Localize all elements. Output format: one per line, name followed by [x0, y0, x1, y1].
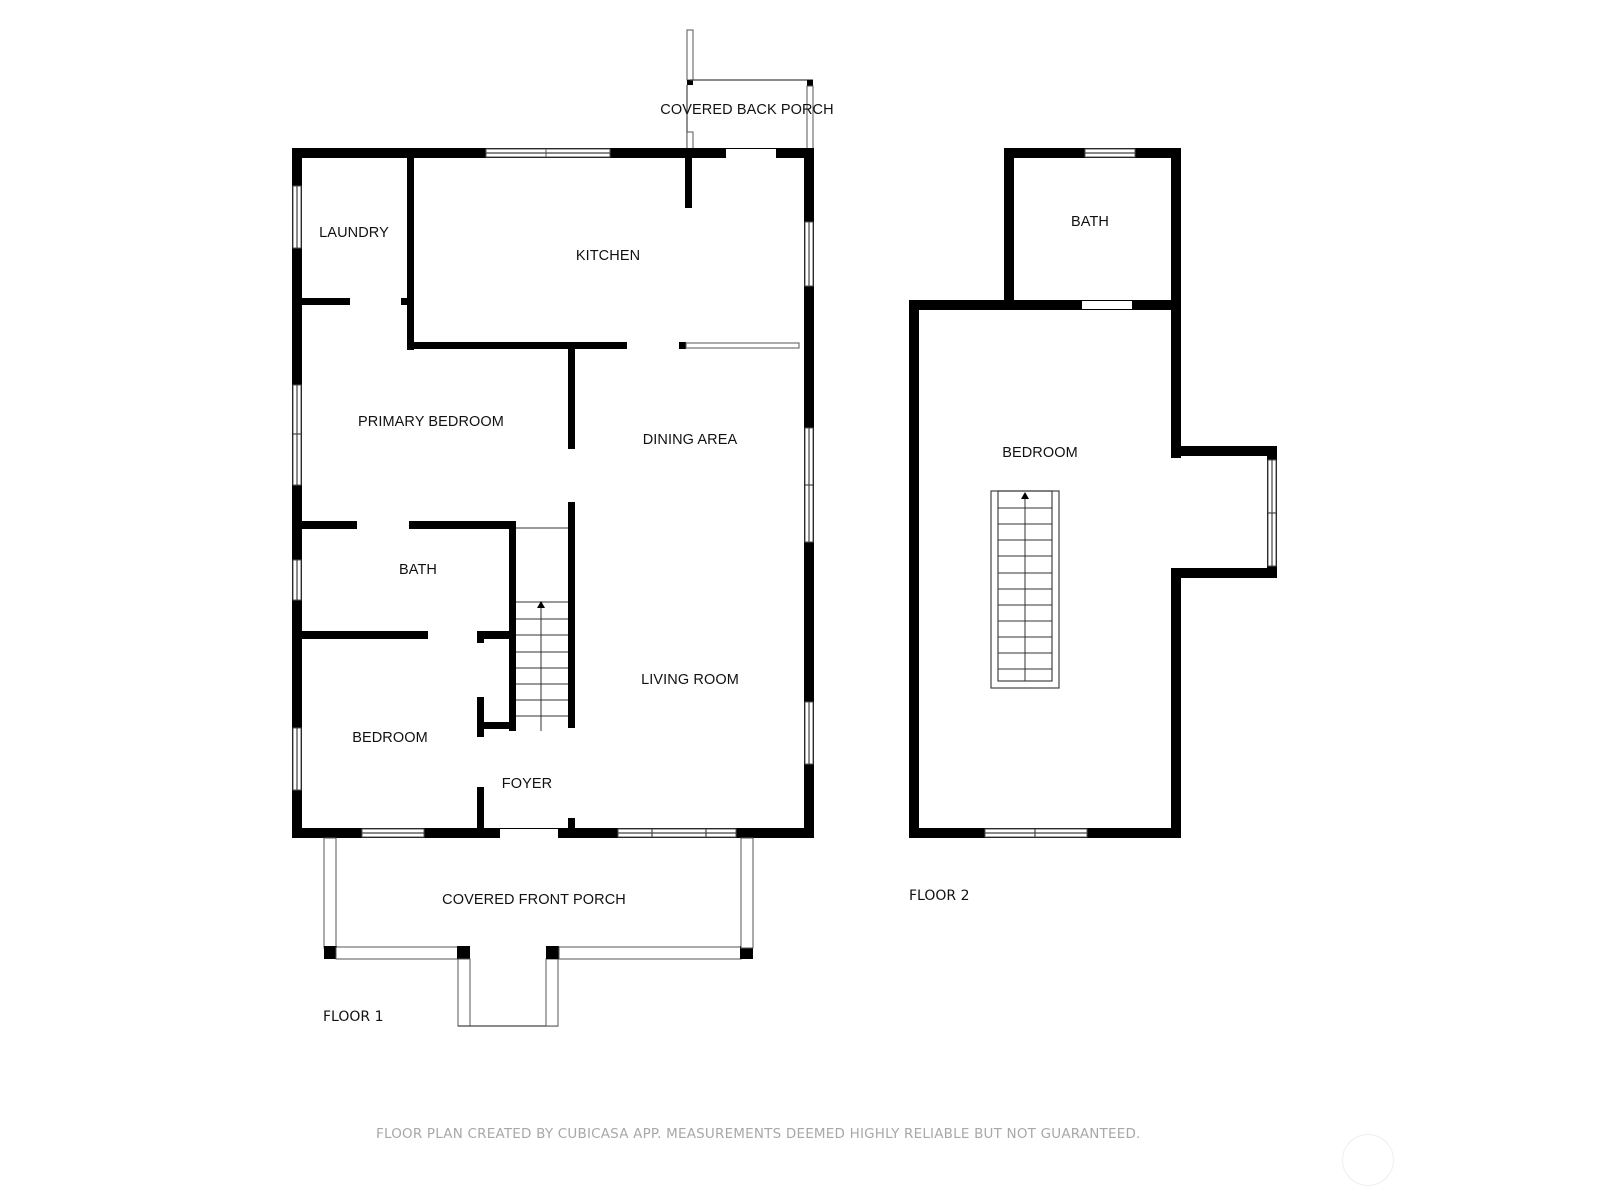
- room-label-kitchen: KITCHEN: [575, 248, 641, 264]
- floor-2-staircase: [990, 490, 1060, 689]
- room-label-bedroom-floor-1: BEDROOM: [352, 730, 428, 746]
- room-label-bath-floor-2: BATH: [1071, 214, 1109, 230]
- floor-1-staircase: [516, 527, 568, 731]
- room-label-covered-front-porch: COVERED FRONT PORCH: [442, 892, 626, 908]
- watermark-logo-icon: [1342, 1134, 1394, 1186]
- room-label-bath-floor-1: BATH: [399, 562, 437, 578]
- floor-1-label: FLOOR 1: [323, 1009, 384, 1025]
- floor-1-interior-walls: [300, 155, 800, 832]
- room-label-primary-bedroom: PRIMARY BEDROOM: [358, 414, 504, 430]
- disclaimer-footer: FLOOR PLAN CREATED BY CUBICASA APP. MEAS…: [376, 1126, 1141, 1142]
- room-label-living-room: LIVING ROOM: [641, 672, 739, 688]
- room-label-bedroom-floor-2: BEDROOM: [1002, 445, 1078, 461]
- floor-2-label: FLOOR 2: [909, 888, 970, 904]
- room-label-laundry: LAUNDRY: [319, 225, 389, 241]
- room-label-dining-area: DINING AREA: [642, 432, 738, 448]
- back-porch-outline: [686, 29, 814, 153]
- room-label-covered-back-porch: COVERED BACK PORCH: [660, 102, 834, 118]
- floor-2-plan: [909, 148, 1277, 838]
- room-label-foyer: FOYER: [501, 776, 553, 792]
- floor-1-plan: [292, 29, 814, 1027]
- front-porch-outline: [323, 837, 754, 1027]
